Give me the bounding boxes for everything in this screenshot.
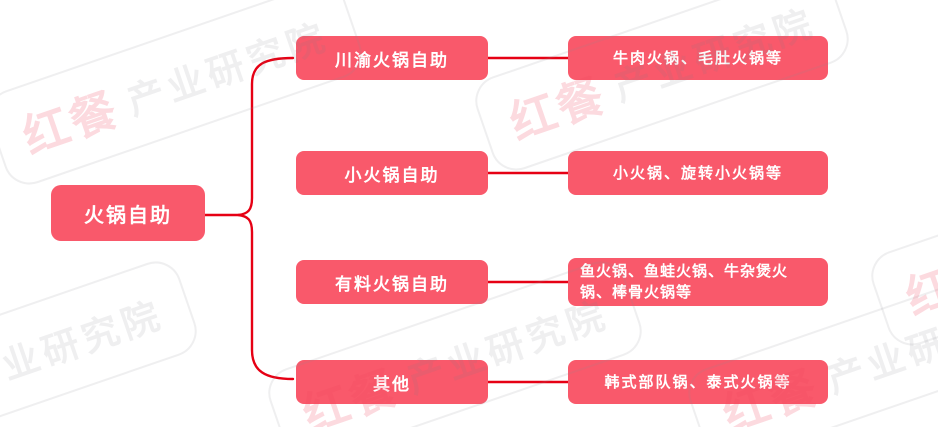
category-node-youliao: 有料火锅自助 [296, 260, 488, 304]
examples-node-chuanyu: 牛肉火锅、毛肚火锅等 [568, 36, 828, 80]
examples-node-qita: 韩式部队锅、泰式火锅等 [568, 360, 828, 404]
category-node-xiaohuoguo: 小火锅自助 [296, 151, 488, 195]
examples-node-xiaohuoguo: 小火锅、旋转小火锅等 [568, 151, 828, 195]
category-node-qita: 其他 [296, 360, 488, 404]
brace-curve [237, 56, 295, 381]
examples-node-youliao: 鱼火锅、鱼蛙火锅、牛杂煲火锅、棒骨火锅等 [568, 258, 828, 306]
category-node-chuanyu: 川渝火锅自助 [296, 36, 488, 80]
root-node-hotpot-buffet: 火锅自助 [51, 185, 205, 241]
